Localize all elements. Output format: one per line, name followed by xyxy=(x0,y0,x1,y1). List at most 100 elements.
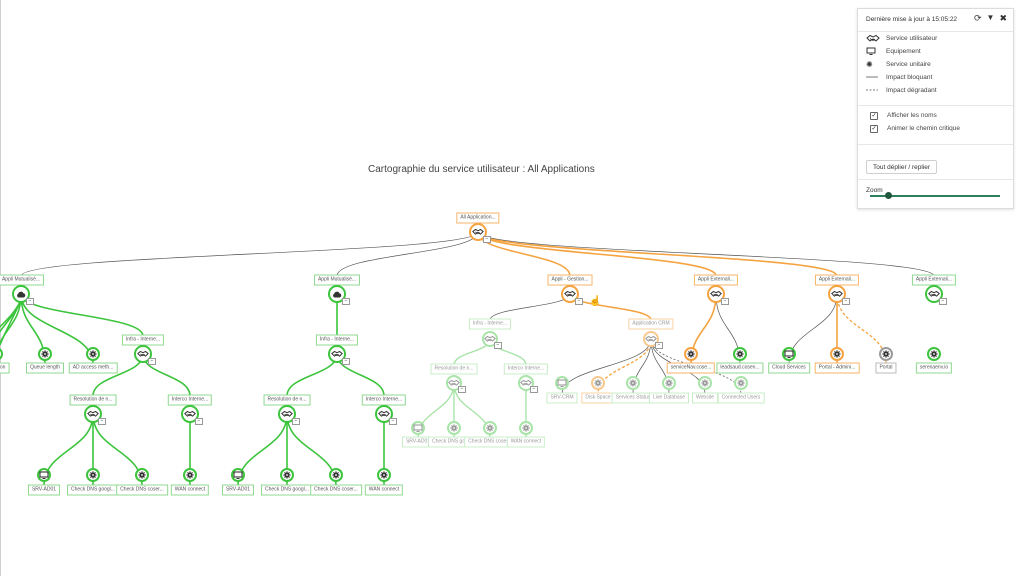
node-label[interactable]: Website xyxy=(692,392,718,404)
node-label[interactable]: Queue length xyxy=(25,362,65,374)
node-label[interactable]: Portal xyxy=(875,362,897,374)
node-a3[interactable] xyxy=(561,285,579,303)
show-names-checkbox[interactable]: ✓ xyxy=(870,111,878,120)
node-b3[interactable] xyxy=(86,347,100,361)
node-d4[interactable] xyxy=(183,468,197,482)
collapse-toggle-icon[interactable]: − xyxy=(458,386,466,393)
node-g2[interactable] xyxy=(643,331,659,347)
node-label[interactable]: Connected Users xyxy=(717,392,765,404)
node-label[interactable]: serenaenv.io xyxy=(915,362,953,374)
node-h6[interactable] xyxy=(734,376,748,390)
node-label[interactable]: All Application... xyxy=(456,212,500,224)
node-label[interactable]: Check DNS coser... xyxy=(310,484,362,496)
collapse-toggle-icon[interactable]: − xyxy=(292,418,300,425)
collapse-toggle-icon[interactable]: − xyxy=(721,298,729,305)
node-g7[interactable] xyxy=(483,421,497,435)
node-label[interactable]: Appli Mutualisé... xyxy=(313,274,361,286)
node-label[interactable]: Appli Externali... xyxy=(693,274,739,286)
node-label[interactable]: WAN connect xyxy=(170,484,210,496)
node-root[interactable] xyxy=(469,223,487,241)
node-label[interactable]: Cloud Services xyxy=(768,362,810,374)
collapse-toggle-icon[interactable]: − xyxy=(342,298,350,305)
node-b4[interactable] xyxy=(134,345,152,363)
node-e5[interactable] xyxy=(879,347,893,361)
collapse-toggle-icon[interactable]: − xyxy=(389,418,397,425)
node-label[interactable]: Check DNS coser... xyxy=(116,484,168,496)
node-label[interactable]: Check DNS googl... xyxy=(67,484,119,496)
node-label[interactable]: Resolution de n... xyxy=(263,394,311,406)
node-label[interactable]: SRV-AD01 xyxy=(221,484,255,496)
node-a5[interactable] xyxy=(828,285,846,303)
collapse-toggle-icon[interactable]: − xyxy=(655,342,663,349)
node-label[interactable]: Resolution de n... xyxy=(69,394,117,406)
collapse-toggle-icon[interactable]: − xyxy=(842,298,850,305)
node-label[interactable]: Check DNS googl... xyxy=(261,484,313,496)
node-label[interactable]: Infra - Interne... xyxy=(468,318,512,330)
node-a2[interactable] xyxy=(328,285,346,303)
node-label[interactable]: Appli - Gestion... xyxy=(547,274,593,286)
node-b5[interactable] xyxy=(328,345,346,363)
node-h2[interactable] xyxy=(591,376,605,390)
expand-collapse-all-button[interactable]: Tout déplier / replier xyxy=(866,160,938,174)
node-label[interactable]: Interco Interne... xyxy=(361,394,407,406)
collapse-toggle-icon[interactable]: − xyxy=(26,298,34,305)
node-label[interactable]: Appli Externali... xyxy=(911,274,957,286)
node-h4[interactable] xyxy=(662,376,676,390)
node-c3[interactable] xyxy=(278,405,296,423)
node-a4[interactable] xyxy=(707,285,725,303)
node-label[interactable]: Application CRM xyxy=(628,318,674,330)
node-h5[interactable] xyxy=(698,376,712,390)
node-e3[interactable] xyxy=(782,347,796,361)
node-g6[interactable] xyxy=(447,421,461,435)
node-c4[interactable] xyxy=(375,405,393,423)
node-d2[interactable] xyxy=(86,468,100,482)
node-d6[interactable] xyxy=(280,468,294,482)
chevron-down-icon[interactable]: ▼ xyxy=(986,13,995,22)
node-label[interactable]: serviceNav.cose... xyxy=(666,362,716,374)
zoom-slider-handle[interactable] xyxy=(885,192,893,199)
node-label[interactable]: SRV-CRM xyxy=(546,392,578,404)
node-g8[interactable] xyxy=(519,421,533,435)
close-icon[interactable]: ✖ xyxy=(999,13,1007,23)
node-label[interactable]: Interco Interne... xyxy=(167,394,213,406)
node-e1[interactable] xyxy=(684,347,698,361)
node-label[interactable]: Appli Mutualisé... xyxy=(0,274,45,286)
node-label[interactable]: WAN connect xyxy=(364,484,404,496)
node-a6[interactable] xyxy=(925,285,943,303)
node-h1[interactable] xyxy=(555,376,569,390)
node-label[interactable]: AD access meth... xyxy=(68,362,118,374)
node-label[interactable]: WAN connect xyxy=(506,436,546,448)
collapse-toggle-icon[interactable]: − xyxy=(530,386,538,393)
node-label[interactable]: Infra - Interne... xyxy=(121,334,165,346)
node-label[interactable]: Live Database xyxy=(649,392,689,404)
node-label[interactable]: Resolution de n... xyxy=(430,363,478,375)
collapse-toggle-icon[interactable]: − xyxy=(494,342,502,349)
node-b2[interactable] xyxy=(38,347,52,361)
node-d8[interactable] xyxy=(377,468,391,482)
collapse-toggle-icon[interactable]: − xyxy=(939,298,947,305)
node-c2[interactable] xyxy=(181,405,199,423)
node-label[interactable]: Infra - Interne... xyxy=(315,334,359,346)
node-a1[interactable] xyxy=(12,285,30,303)
node-e4[interactable] xyxy=(830,347,844,361)
collapse-toggle-icon[interactable]: − xyxy=(148,358,156,365)
node-label[interactable]: Appli Externali... xyxy=(814,274,860,286)
node-d7[interactable] xyxy=(329,468,343,482)
node-d1[interactable] xyxy=(37,468,51,482)
node-label[interactable]: Services Status xyxy=(611,392,655,404)
animate-critical-path-checkbox[interactable]: ✓ xyxy=(870,124,878,133)
node-label[interactable]: Interco Interne... xyxy=(503,363,549,375)
collapse-toggle-icon[interactable]: − xyxy=(575,298,583,305)
collapse-toggle-icon[interactable]: − xyxy=(195,418,203,425)
node-h3[interactable] xyxy=(626,376,640,390)
node-label[interactable]: nnection xyxy=(0,362,10,374)
option-show-names[interactable]: ✓ Afficher les noms xyxy=(870,111,937,120)
node-label[interactable]: Portal - Admini... xyxy=(814,362,860,374)
node-g5[interactable] xyxy=(411,421,425,435)
node-d5[interactable] xyxy=(231,468,245,482)
node-d3[interactable] xyxy=(135,468,149,482)
refresh-icon[interactable]: ⟳ xyxy=(973,13,982,23)
node-label[interactable]: SRV-AD01 xyxy=(27,484,61,496)
collapse-toggle-icon[interactable]: − xyxy=(483,236,491,243)
